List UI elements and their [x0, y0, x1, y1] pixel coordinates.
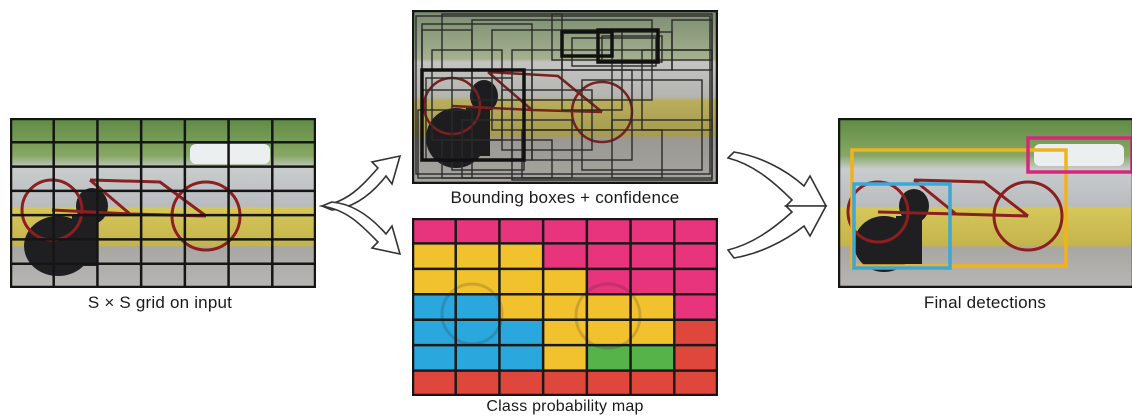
class-cell-magenta: [455, 218, 500, 244]
class-cell-yellow: [455, 243, 500, 270]
class-cell-red: [499, 370, 544, 396]
class-cell-magenta: [674, 218, 718, 244]
dog-shape: [426, 80, 498, 168]
class-cell-magenta: [630, 218, 675, 244]
class-cell-red: [630, 370, 675, 396]
class-cell-yellow: [455, 268, 500, 295]
class-cell-red: [674, 370, 718, 396]
class-cell-magenta: [630, 268, 675, 295]
class-cell-blue: [412, 319, 457, 346]
car-shape: [1034, 144, 1124, 166]
class-cell-yellow: [543, 268, 588, 295]
class-cell-yellow: [499, 294, 544, 321]
class-cell-magenta: [630, 243, 675, 270]
dog-detection-box: [852, 182, 952, 270]
class-cell-green: [586, 345, 632, 372]
input-photo-grid: [10, 118, 316, 288]
class-cell-magenta: [674, 243, 718, 270]
class-cell-yellow: [412, 268, 457, 295]
class-cell-magenta: [674, 294, 718, 321]
final-detections-image: [838, 118, 1132, 288]
class-cell-yellow: [499, 268, 544, 295]
class-probability-panel: [412, 218, 718, 396]
predicted-boxes: [415, 13, 713, 181]
input-image-panel: [10, 118, 316, 288]
class-probability-map: [412, 218, 718, 396]
class-cell-red: [674, 319, 718, 346]
class-cell-yellow: [412, 243, 457, 270]
class-cell-yellow: [543, 319, 588, 346]
class-cell-magenta: [499, 218, 544, 244]
class-cell-magenta: [543, 243, 588, 270]
car-detection-box: [1026, 136, 1132, 174]
class-cell-magenta: [674, 268, 718, 295]
class-cell-green: [630, 345, 675, 372]
class-cell-yellow: [630, 294, 675, 321]
sxs-grid: [10, 118, 316, 288]
class-cell-yellow: [543, 294, 588, 321]
class-cell-blue: [412, 294, 457, 321]
class-cell-blue: [412, 345, 457, 372]
car-shape: [190, 144, 270, 164]
caption-classmap: Class probability map: [486, 398, 644, 415]
class-cell-magenta: [586, 268, 632, 295]
bounding-boxes-panel: [412, 10, 718, 184]
final-detections-panel: [838, 118, 1132, 288]
merge-arrow-icon: [726, 151, 828, 259]
class-cell-red: [412, 370, 457, 396]
class-cell-yellow: [543, 345, 588, 372]
class-cell-blue: [455, 294, 500, 321]
class-cell-yellow: [630, 319, 675, 346]
bicycle-detection-box: [850, 148, 1068, 268]
class-cell-blue: [455, 345, 500, 372]
class-cell-yellow: [499, 243, 544, 270]
class-cell-yellow: [586, 319, 632, 346]
class-cell-blue: [499, 345, 544, 372]
split-arrow-icon: [318, 154, 402, 256]
class-cell-red: [455, 370, 500, 396]
caption-input: S × S grid on input: [87, 293, 233, 312]
class-cell-blue: [455, 319, 500, 346]
class-cell-red: [543, 370, 588, 396]
class-cell-magenta: [543, 218, 588, 244]
class-cell-red: [586, 370, 632, 396]
class-cell-magenta: [586, 218, 632, 244]
bounding-boxes-image: [412, 10, 718, 184]
caption-final: Final detections: [923, 293, 1047, 312]
class-cell-magenta: [586, 243, 632, 270]
caption-boxes: Bounding boxes + confidence: [450, 188, 680, 207]
class-cell-magenta: [412, 218, 457, 244]
class-cell-blue: [499, 319, 544, 346]
class-cell-yellow: [586, 294, 632, 321]
class-cell-red: [674, 345, 718, 372]
